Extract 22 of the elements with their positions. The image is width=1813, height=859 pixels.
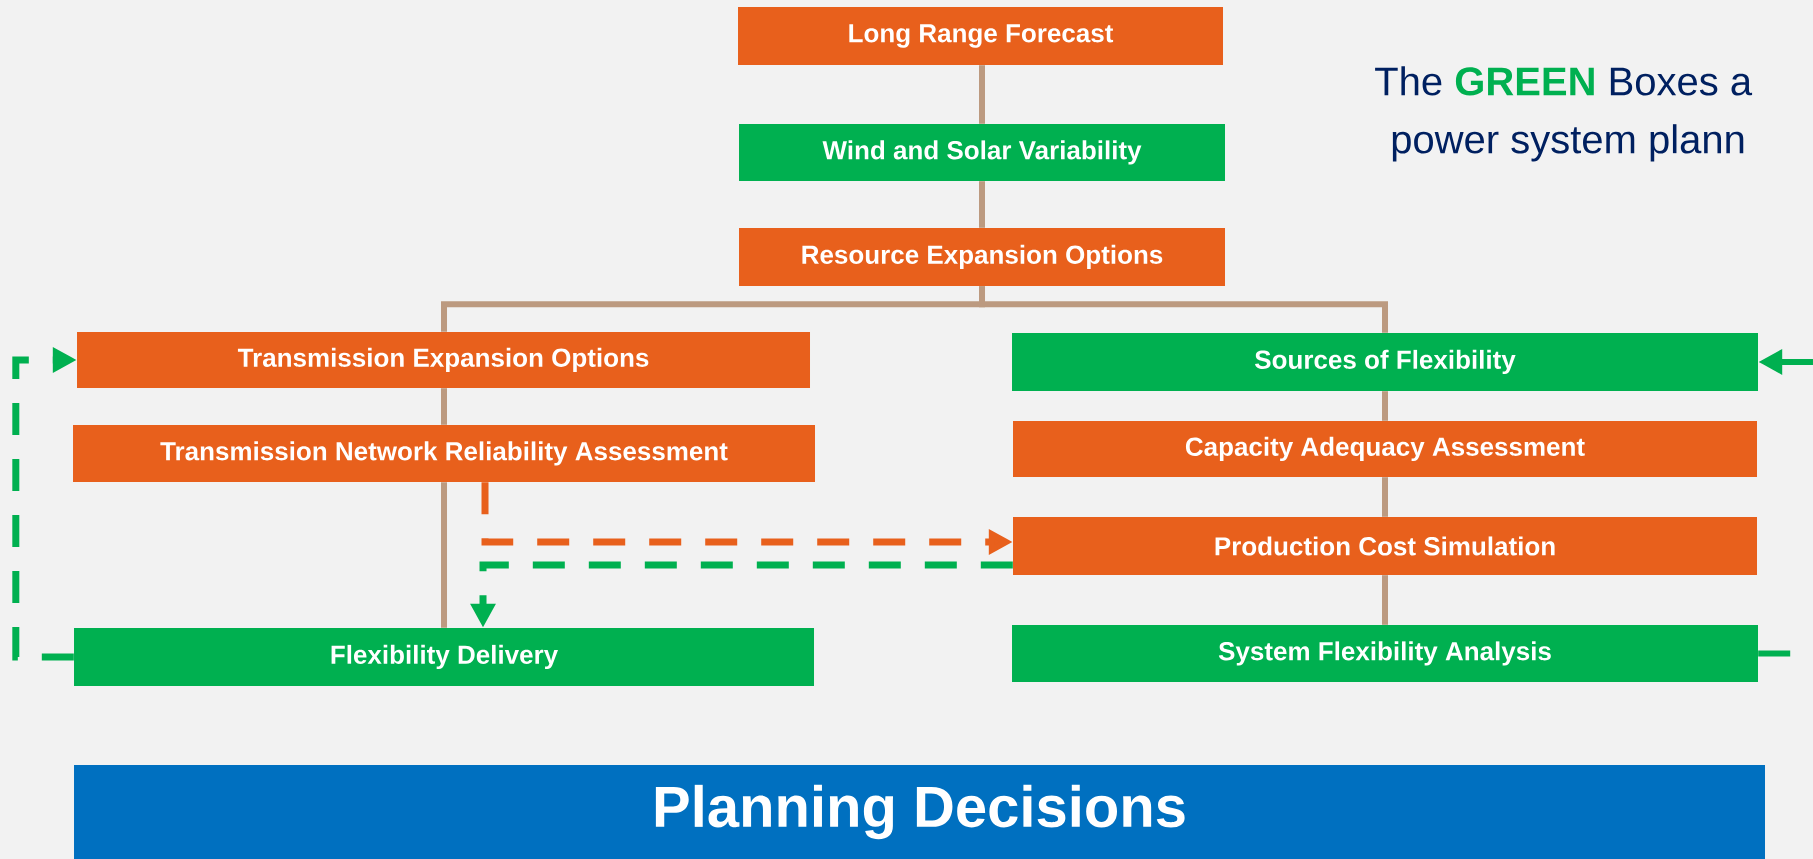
- connector-line: [441, 482, 447, 628]
- connector-line: [979, 286, 1388, 333]
- process-box: Production Cost Simulation: [1013, 517, 1757, 575]
- process-box: Transmission Network Reliability Assessment: [73, 425, 815, 482]
- process-box: System Flexibility Analysis: [1012, 625, 1758, 682]
- process-box: Long Range Forecast: [738, 7, 1223, 65]
- process-box: Sources of Flexibility: [1012, 333, 1758, 391]
- connector-line: [979, 65, 985, 124]
- process-box: Resource Expansion Options: [739, 228, 1225, 286]
- connector-line: [979, 181, 985, 228]
- connector-line: [1382, 391, 1388, 421]
- connector-line: [1758, 650, 1791, 657]
- connector-line: [1382, 477, 1388, 517]
- connector-line: [1382, 575, 1388, 625]
- connector-line: [441, 388, 447, 425]
- process-box: Flexibility Delivery: [74, 628, 814, 686]
- note-text: The GREEN Boxes a: [1375, 66, 1753, 96]
- banner: Planning Decisions: [74, 765, 1765, 859]
- process-box: Transmission Expansion Options: [77, 332, 810, 388]
- process-box: Capacity Adequacy Assessment: [1013, 421, 1757, 477]
- note-text: power system plann: [1392, 124, 1744, 162]
- process-box: Wind and Solar Variability: [739, 124, 1225, 181]
